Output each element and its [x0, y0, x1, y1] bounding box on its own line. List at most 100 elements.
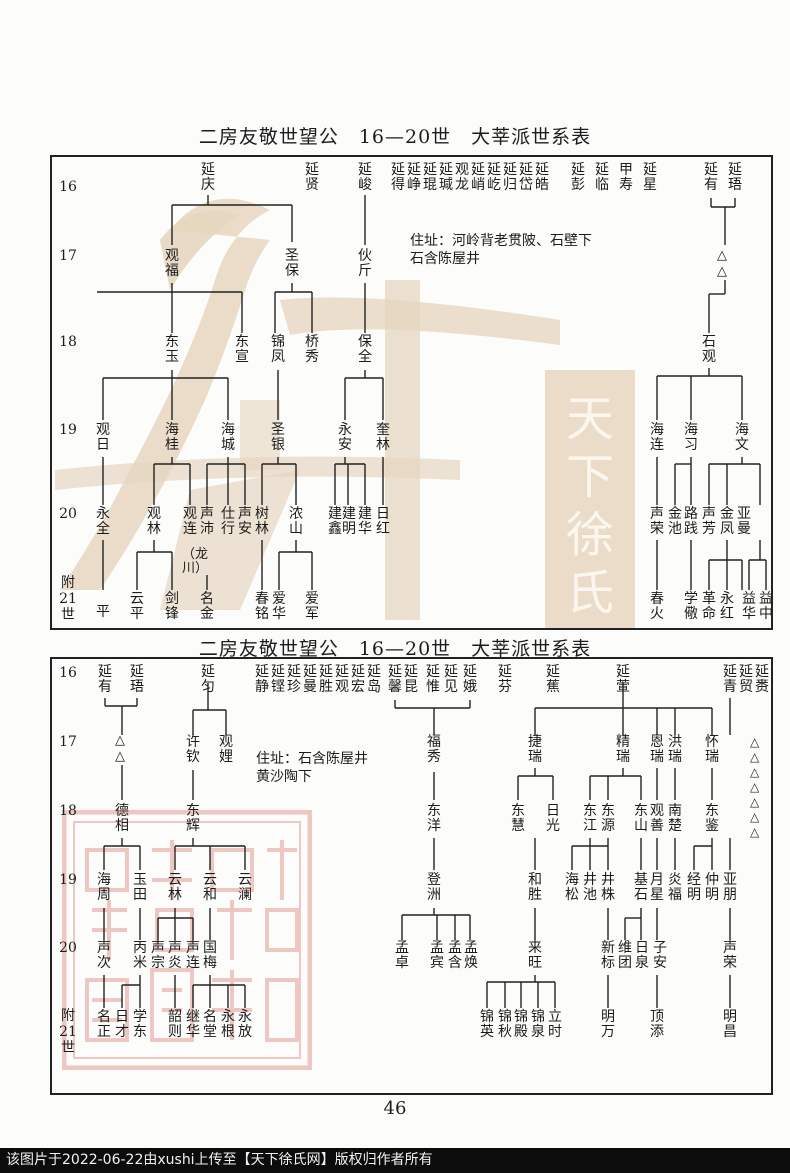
- name-dongyu: 东玉: [165, 334, 179, 365]
- name-bingmi: 丙米: [133, 940, 147, 971]
- name-enrui: 恩瑞: [650, 734, 664, 765]
- name-jingrui: 精瑞: [616, 734, 630, 765]
- name-mingjin: 名金: [200, 591, 214, 622]
- name-jianxin: 建鑫: [328, 506, 342, 537]
- name-jianming: 建明: [342, 506, 356, 537]
- name-guanlin: 观林: [147, 506, 161, 537]
- triangle-marker: △△: [717, 248, 727, 279]
- name-jinquan: 锦泉: [531, 1009, 545, 1040]
- name-shulin: 树林: [255, 506, 269, 537]
- name-dongyang: 东洋: [427, 803, 441, 834]
- page-number: 46: [383, 1098, 407, 1119]
- name-donghui2: 东慧: [511, 803, 525, 834]
- name-yanfen: 延芬: [498, 664, 512, 695]
- name-jindian: 锦殿: [514, 1009, 528, 1040]
- row16-name-8: 延归: [503, 162, 517, 193]
- name-jinqiu: 锦秋: [498, 1009, 512, 1040]
- name-xuejie: 学儆: [684, 591, 698, 622]
- name-shenglian: 声连: [186, 940, 200, 971]
- top-address-note: 住址：河岭背老贯陂、石壁下 石含陈屋井: [410, 233, 592, 267]
- group1-name-6: 延观: [335, 664, 349, 695]
- watermark-text: 天下徐氏: [565, 391, 614, 621]
- name-hongrui: 洪瑞: [668, 734, 682, 765]
- name-jingzhu: 井株: [601, 872, 615, 903]
- name-zian: 子安: [653, 940, 667, 971]
- name-dingtian: 顶添: [650, 1009, 664, 1040]
- name-jihua: 继华: [186, 1009, 200, 1040]
- row16-name-12: 延临: [595, 162, 609, 193]
- row16-name-7: 延屹: [487, 162, 501, 193]
- group1-name-5: 延胜: [319, 664, 333, 695]
- bottom-tree-lines: [103, 683, 731, 1008]
- name-menghuan: 孟焕: [464, 940, 478, 971]
- group1-name-4: 延曼: [303, 664, 317, 695]
- triangle-marker-bottom-left: △△: [115, 733, 125, 764]
- name-yihua: 益华: [742, 591, 756, 622]
- name-rihong: 日红: [376, 506, 390, 537]
- group2-name-4: 延见: [444, 664, 458, 695]
- name-yanqing-bottom: 延青: [723, 664, 737, 695]
- row16-name-11: 延彭: [571, 162, 585, 193]
- name-mengzhuo: 孟卓: [395, 940, 409, 971]
- name-haiwen: 海文: [735, 422, 749, 453]
- name-yanxia-bottom: 延珸: [130, 664, 144, 695]
- name-riquan: 日泉: [635, 940, 649, 971]
- name-xuedong: 学东: [133, 1009, 147, 1040]
- bottom-table-frame: [50, 657, 773, 1095]
- name-laiwang: 来旺: [528, 940, 542, 971]
- row16-name-13: 甲寿: [619, 162, 633, 193]
- name-yaman: 亚曼: [737, 506, 751, 537]
- name-riguang: 日光: [546, 803, 560, 834]
- name-haixi: 海习: [684, 422, 698, 453]
- row16-name-1: 延得: [391, 162, 405, 193]
- name-huairui: 怀瑞: [705, 734, 719, 765]
- name-guanli: 观娌: [219, 734, 233, 765]
- name-yonggen: 永根: [221, 1009, 235, 1040]
- name-hesheng: 和胜: [528, 872, 542, 903]
- name-shiguan: 石观: [702, 334, 716, 365]
- name-hailian: 海连: [650, 422, 664, 453]
- gen-label-19-bottom: 19: [59, 872, 77, 888]
- name-shengrong-bottom: 声荣: [723, 940, 737, 971]
- name-guanlian: 观连: [183, 506, 197, 537]
- name-guanshan: 观善: [650, 803, 664, 834]
- name-jingchi: 井池: [583, 872, 597, 903]
- row16-name-2: 延峥: [407, 162, 421, 193]
- gen-label-21: 附 21 世: [59, 575, 77, 623]
- name-jianfeng: 剑锋: [165, 591, 179, 622]
- name-menghan: 孟含: [448, 940, 462, 971]
- name-shengbao: 圣保: [285, 248, 299, 279]
- bottom-table-title: 二房友敬世望公 16—20世 大莘派世系表: [198, 638, 592, 660]
- row16-name-14: 延星: [643, 162, 657, 193]
- row16-name-6: 延峭: [471, 162, 485, 193]
- name-jinying: 锦英: [480, 1009, 494, 1040]
- name-guomei: 国梅: [203, 940, 217, 971]
- name-haisong: 海松: [565, 872, 579, 903]
- group1-name-2: 延铿: [271, 664, 285, 695]
- name-dexiang: 德相: [115, 803, 129, 834]
- name-haigui: 海桂: [165, 422, 179, 453]
- name-xuqin: 许钦: [186, 734, 200, 765]
- name-yongfang: 永放: [238, 1009, 252, 1040]
- name-shengfang: 声芳: [702, 506, 716, 537]
- name-shengrong-top: 声荣: [650, 506, 664, 537]
- watermark-logo: 天下徐氏: [40, 170, 640, 630]
- name-yanjun: 延峻: [358, 162, 372, 193]
- group1-name-1: 延静: [255, 664, 269, 695]
- name-yunlin: 云林: [168, 872, 182, 903]
- name-yunping: 云平: [130, 591, 144, 622]
- name-huojin: 伙斤: [358, 248, 372, 279]
- name-yizhong: 益中: [759, 591, 773, 622]
- group2-name-2: 延昆: [404, 664, 418, 695]
- name-yanfu: 炎福: [668, 872, 682, 903]
- name-yutian: 玉田: [133, 872, 147, 903]
- row16-name-9: 延岱: [519, 162, 533, 193]
- name-shengyin: 圣银: [271, 422, 285, 453]
- name-lujian: 路践: [684, 506, 698, 537]
- name-jingming: 经明: [687, 872, 701, 903]
- name-jianhua: 建华: [358, 506, 372, 537]
- name-yanyun: 延匀: [201, 664, 215, 695]
- name-yanmao: 延贸: [739, 664, 753, 695]
- name-yanshe: 延赉: [755, 664, 769, 695]
- name-baoquan: 保全: [358, 334, 372, 365]
